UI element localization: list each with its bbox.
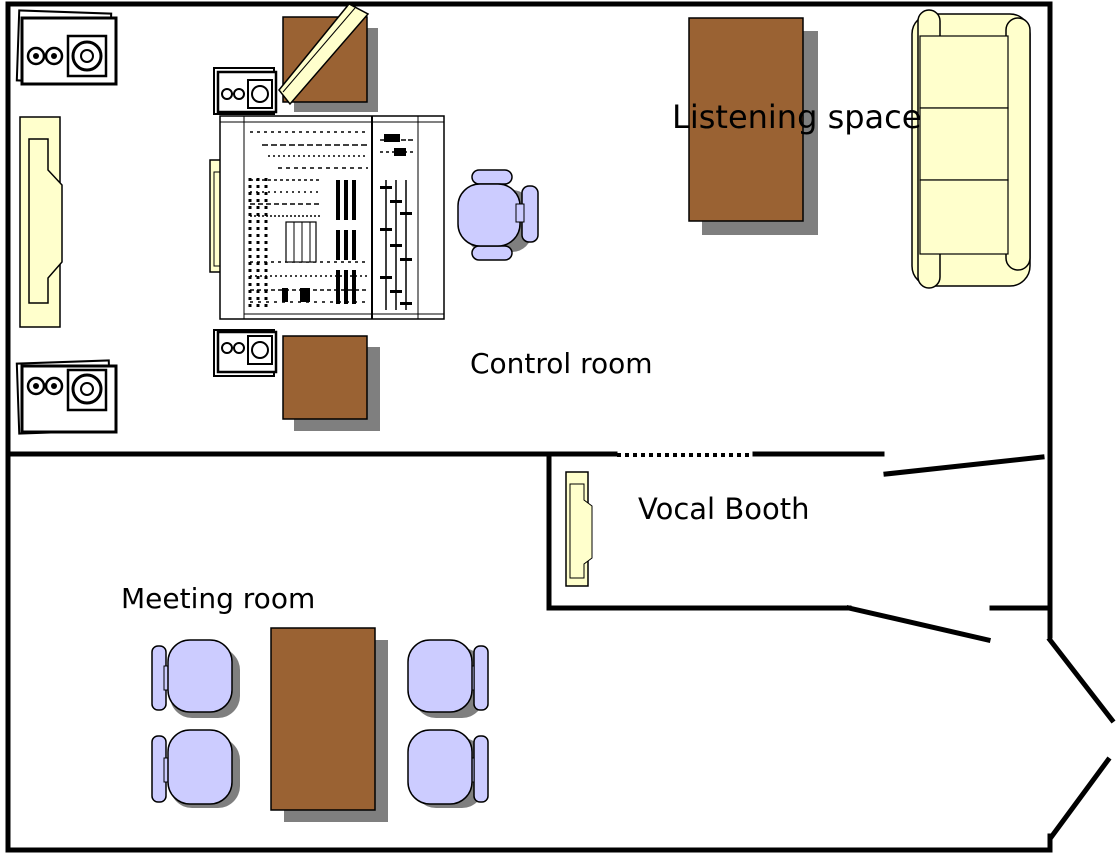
table-icon: [278, 3, 378, 112]
chair-icon: [151, 639, 240, 718]
keyboard-icon: [19, 116, 63, 328]
monitor-speaker-icon: [213, 329, 278, 377]
sofa-icon: [911, 9, 1031, 289]
table-icon: [282, 335, 380, 431]
keyboard-icon: [565, 471, 593, 587]
speaker-icon: [15, 359, 118, 435]
table-icon: [688, 17, 818, 235]
chair-icon: [151, 729, 240, 808]
chair-icon: [407, 729, 489, 808]
speaker-icon: [15, 9, 118, 86]
table-icon: [270, 627, 388, 822]
listening-space-label: Listening space: [672, 98, 922, 136]
meeting-room-label: Meeting room: [121, 582, 316, 615]
mixing-console-icon: [209, 115, 445, 320]
vocal-booth-label: Vocal Booth: [638, 492, 810, 526]
walls: [5, 1, 1116, 853]
monitor-speaker-icon: [213, 67, 278, 115]
chair-icon: [407, 639, 489, 718]
control-room-label: Control room: [470, 347, 653, 380]
chair-icon: [457, 169, 539, 261]
